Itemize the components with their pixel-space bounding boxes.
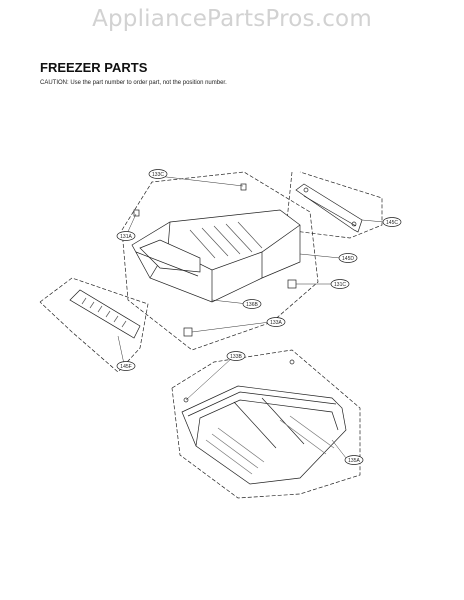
callout-bubbles [116, 169, 402, 465]
basket-mesh [205, 415, 335, 475]
callout-145d: 145D [342, 256, 354, 262]
lower-basket [181, 359, 347, 485]
callout-133a: 133A [270, 320, 282, 326]
callout-145c: 145C [386, 220, 398, 226]
callout-131c: 131C [334, 282, 346, 288]
callout-145f: 145F [120, 364, 131, 370]
callout-131a: 131A [120, 234, 132, 240]
guard-rail-right [295, 183, 363, 233]
upper-drawer [131, 209, 301, 303]
drawer-ribs [189, 221, 263, 259]
callout-133b: 133B [230, 354, 242, 360]
callout-136b: 136B [246, 302, 258, 308]
callout-133c: 133C [152, 172, 164, 178]
callout-135a: 135A [348, 458, 360, 464]
page-title: FREEZER PARTS [40, 60, 148, 75]
watermark: AppliancePartsPros.com [92, 6, 372, 32]
leader-lines [117, 175, 385, 459]
caution-note: CAUTION: Use the part number to order pa… [40, 80, 227, 86]
guard-rail-left [69, 289, 141, 339]
